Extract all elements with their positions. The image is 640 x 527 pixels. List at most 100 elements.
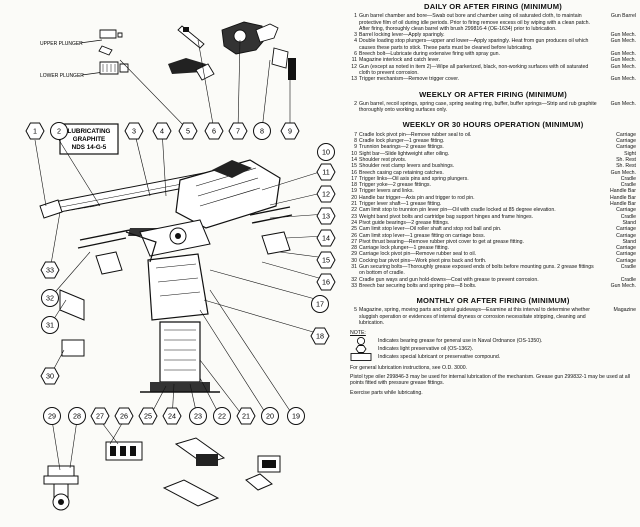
callout-number: 18 xyxy=(316,332,324,341)
item-text: Cradle lock plunger—1 grease fitting. xyxy=(359,138,445,145)
item-location: Gun Mech. xyxy=(610,51,636,58)
item-number: 28 xyxy=(351,245,357,252)
legend-text: Indicates bearing grease for general use… xyxy=(378,338,543,344)
item-text: Breech bar securing bolts and spring pin… xyxy=(359,282,477,289)
callout-marker xyxy=(41,316,59,334)
item-text: Cam limit stop lever—Oil roller shaft an… xyxy=(359,226,502,233)
lube-box-line-3: NDS 14-G-5 xyxy=(72,144,107,151)
item-number: 25 xyxy=(351,226,357,233)
item-location: Sh. Rest xyxy=(616,156,636,163)
callout-20: 20 xyxy=(261,407,279,425)
item-text: Double loading stop plungers—upper and l… xyxy=(359,38,589,51)
callout-9: 9 xyxy=(280,122,300,140)
item-text: Carriage lock pivot pin—Remove rubber se… xyxy=(359,251,477,258)
item-location: Cradle xyxy=(620,213,636,220)
item-location: Cradle xyxy=(620,175,636,182)
item-location: Magazine xyxy=(613,307,637,314)
item-location: Carriage xyxy=(616,131,636,138)
hexagon-icon xyxy=(350,345,372,354)
lube-box-line-2: GRAPHITE xyxy=(73,136,106,143)
callout-number: 2 xyxy=(57,127,61,136)
callout-marker xyxy=(316,163,336,181)
callout-marker xyxy=(236,407,256,425)
section-title-daily: DAILY OR AFTER FIRING (MINIMUM) xyxy=(424,2,562,11)
footer: For general lubrication instructions, se… xyxy=(350,365,636,396)
callout-number: 33 xyxy=(46,266,54,275)
section-title-weekly-30: WEEKLY OR 30 HOURS OPERATION (MINIMUM) xyxy=(402,120,584,130)
callout-15: 15 xyxy=(316,251,336,269)
callout-number: 13 xyxy=(322,212,330,221)
callout-31: 31 xyxy=(41,316,59,334)
legend-text: Indicates light preservative oil (OS-136… xyxy=(378,346,474,352)
callout-2: 2 xyxy=(50,122,68,140)
item-text: Gun (except as noted in item 2)—Wipe all… xyxy=(359,63,589,76)
callout-marker xyxy=(68,407,86,425)
callout-marker xyxy=(310,327,330,345)
callout-marker xyxy=(43,407,61,425)
callout-marker xyxy=(189,407,207,425)
callout-number: 15 xyxy=(322,256,330,265)
item-number: 5 xyxy=(354,307,357,314)
callout-marker xyxy=(253,122,271,140)
item-location: Cradle xyxy=(620,263,636,270)
item-location: Carriage xyxy=(616,207,636,214)
item-text: Magazine interlock and catch lever. xyxy=(359,57,441,64)
callout-number: 25 xyxy=(144,412,152,421)
legend-circle: Indicates bearing grease for general use… xyxy=(350,337,636,346)
callout-marker xyxy=(316,229,336,247)
callout-number: 21 xyxy=(242,412,250,421)
section-title-monthly: MONTHLY OR AFTER FIRING (MINIMUM) xyxy=(416,296,570,306)
callout-number: 8 xyxy=(260,127,264,136)
callout-28: 28 xyxy=(68,407,86,425)
callout-number: 12 xyxy=(322,190,330,199)
item-location: Gun Mech. xyxy=(610,169,636,176)
item-location: Gun Mech. xyxy=(610,100,636,107)
item-location: Carriage xyxy=(616,144,636,151)
item-number: 33 xyxy=(351,282,357,289)
callout-marker xyxy=(316,251,336,269)
callout-marker xyxy=(90,407,110,425)
item-number: 26 xyxy=(351,232,357,239)
item-text: Sight bar—Slide lightweight after oiling… xyxy=(359,150,450,157)
callout-25: 25 xyxy=(138,407,158,425)
callout-21: 21 xyxy=(236,407,256,425)
item-number: 24 xyxy=(351,219,357,226)
item-text: Magazine, spring, moving parts and spira… xyxy=(359,307,590,327)
item-location: Gun Mech. xyxy=(610,63,636,70)
item-number: 13 xyxy=(351,76,357,83)
item-text: Gun barrel chamber and bore—Swab out bor… xyxy=(359,13,590,32)
rectangle-icon xyxy=(350,353,372,362)
item-text: Trigger mechanism—Remove trigger cover. xyxy=(359,76,460,83)
legend-rectangle: Indicates special lubricant or preservat… xyxy=(350,353,636,362)
callout-24: 24 xyxy=(162,407,182,425)
callout-marker xyxy=(40,261,60,279)
item-number: 18 xyxy=(351,182,357,189)
callout-number: 3 xyxy=(132,127,136,136)
item-number: 10 xyxy=(351,150,357,157)
item-location: Gun Barrel xyxy=(610,13,636,20)
item-text: Cradle gun ways and gun hold-downs—Coat … xyxy=(359,276,539,283)
callout-number: 31 xyxy=(46,321,54,330)
item-number: 22 xyxy=(351,207,357,214)
item-location: Stand xyxy=(622,219,636,226)
footer-line-3: Exercise parts while lubricating. xyxy=(350,389,423,396)
callout-marker xyxy=(138,407,158,425)
item-text: Barrel locking lever—Apply sparingly. xyxy=(359,32,445,39)
item-location: Handle Bar xyxy=(610,194,636,201)
callout-33: 33 xyxy=(40,261,60,279)
